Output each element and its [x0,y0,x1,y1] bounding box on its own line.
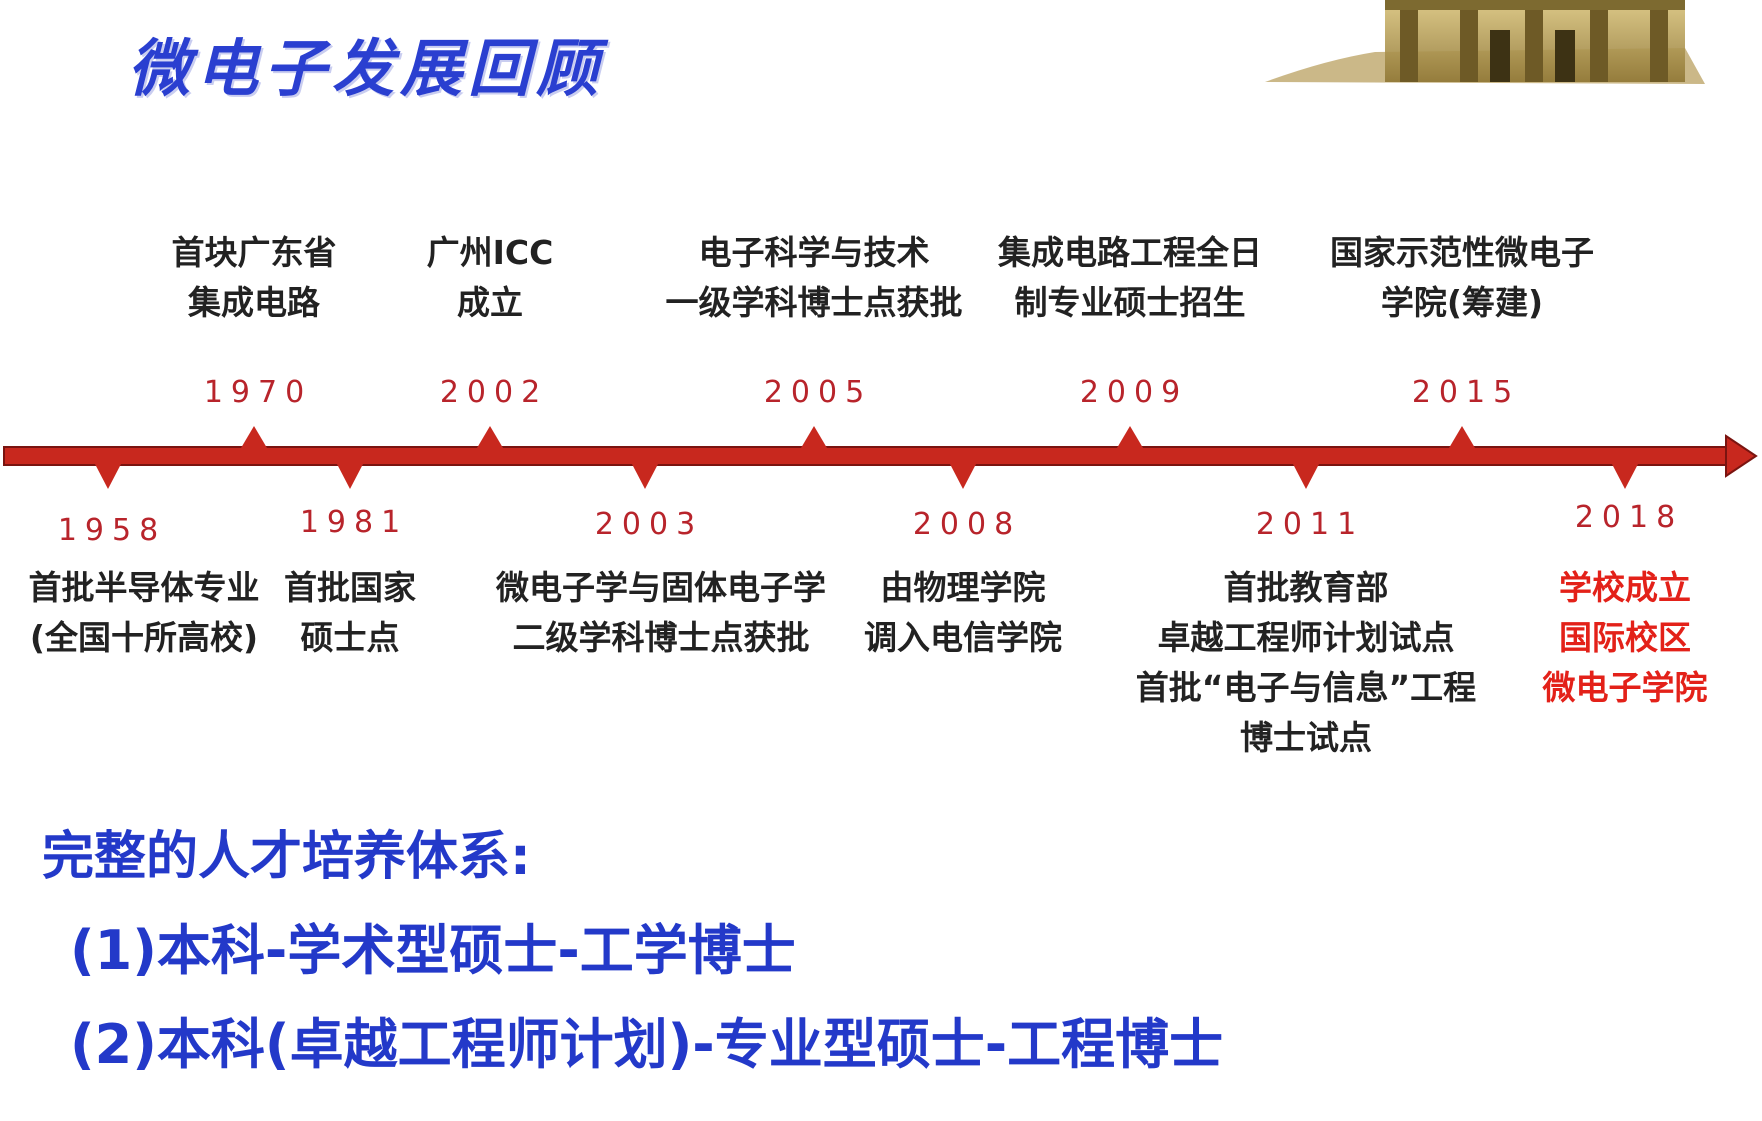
summary-item-1: (1)本科-学术型硕士-工学博士 [70,919,796,982]
milestone-event-line: 首批国家 [284,568,416,607]
milestone-event-line: 微电子学院 [1542,668,1708,707]
milestone-event: 广州ICC 成立 [427,228,554,328]
milestone-marker-down [632,464,658,489]
training-system-summary: 完整的人才培养体系: (1)本科-学术型硕士-工学博士 (2)本科(卓越工程师计… [42,820,1223,1082]
milestone-event-line: 国际校区 [1559,618,1691,657]
milestone-event-line: 硕士点 [300,618,400,657]
milestone-year: 1970 [203,375,313,410]
milestone-year: 2015 [1411,375,1521,410]
milestone-event-line: 广州ICC [426,233,554,272]
milestone-event-line: 二级学科博士点获批 [512,618,810,657]
milestone-event-line: 由物理学院 [880,568,1046,607]
milestone-event-line: 博士试点 [1239,718,1372,757]
milestone-event: 由物理学院调入电信学院 [864,563,1062,663]
milestone-event-line: 成立 [457,283,523,322]
milestone-marker-up [1449,426,1475,448]
milestone-event: 国家示范性微电子学院(筹建) [1330,228,1594,328]
milestone-event-line: 制专业硕士招生 [1014,283,1246,322]
milestone-event-line: 集成电路工程全日 [998,233,1262,272]
milestone-year: 2002 [439,375,549,410]
milestone-event: 首块广东省集成电路 [172,228,337,328]
timeline-axis [3,446,1730,466]
milestone-event: 首批教育部卓越工程师计划试点首批“电子与信息”工程博士试点 [1136,563,1476,763]
milestone-year: 2008 [912,507,1022,542]
milestone-event-line: 国家示范性微电子 [1330,233,1594,272]
summary-item-2: (2)本科(卓越工程师计划)-专业型硕士-工程博士 [70,1013,1224,1076]
milestone-event-line: 首块广东省 [171,233,337,272]
milestone-event-line: 一级学科博士点获批 [665,283,963,322]
milestone-event: 首批国家硕士点 [284,563,416,663]
milestone-event-line: 卓越工程师计划试点 [1157,618,1455,657]
summary-heading: 完整的人才培养体系: [42,827,531,887]
timeline [3,426,1758,489]
milestone-year: 2003 [594,507,704,542]
milestone-event-line: 首批“电子与信息”工程 [1135,668,1477,707]
milestone-event-line: 微电子学与固体电子学 [496,568,826,607]
milestone-event-line: 集成电路 [188,283,320,322]
milestone-event-line: 电子科学与技术 [698,233,930,272]
milestone-event-line: 学院(筹建) [1380,283,1544,322]
milestone-marker-down [950,464,976,489]
milestone-year: 2005 [763,375,873,410]
milestone-event-line: 首批教育部 [1223,568,1389,607]
milestone-year: 2011 [1255,507,1365,542]
milestone-marker-down [1293,464,1319,489]
milestone-marker-down [1612,464,1638,489]
campus-gate-illustration [1265,0,1705,84]
milestone-marker-down [95,464,121,489]
milestone-year: 2009 [1079,375,1189,410]
milestone-year: 2018 [1574,500,1684,535]
milestone-event: 首批半导体专业 (全国十所高校) [29,563,260,663]
milestone-marker-up [241,426,267,448]
milestone-event: 集成电路工程全日制专业硕士招生 [998,228,1262,328]
milestone-event-line: 首批半导体专业 [28,568,260,607]
milestone-event-line: 学校成立 [1559,568,1691,607]
milestone-year: 1958 [57,513,167,548]
milestone-marker-up [801,426,827,448]
milestone-marker-down [337,464,363,489]
milestone-marker-up [1117,426,1143,448]
milestone-marker-up [477,426,503,448]
timeline-arrowhead [1725,434,1758,478]
milestone-year: 1981 [299,505,409,540]
milestone-event: 微电子学与固体电子学二级学科博士点获批 [496,563,826,663]
milestone-event-line: (全国十所高校) [29,618,259,657]
page-title: 微电子发展回顾 [128,32,605,105]
milestone-event-line: 调入电信学院 [864,618,1062,657]
milestone-event: 电子科学与技术一级学科博士点获批 [666,228,963,328]
milestone-event: 学校成立国际校区微电子学院 [1543,563,1708,713]
